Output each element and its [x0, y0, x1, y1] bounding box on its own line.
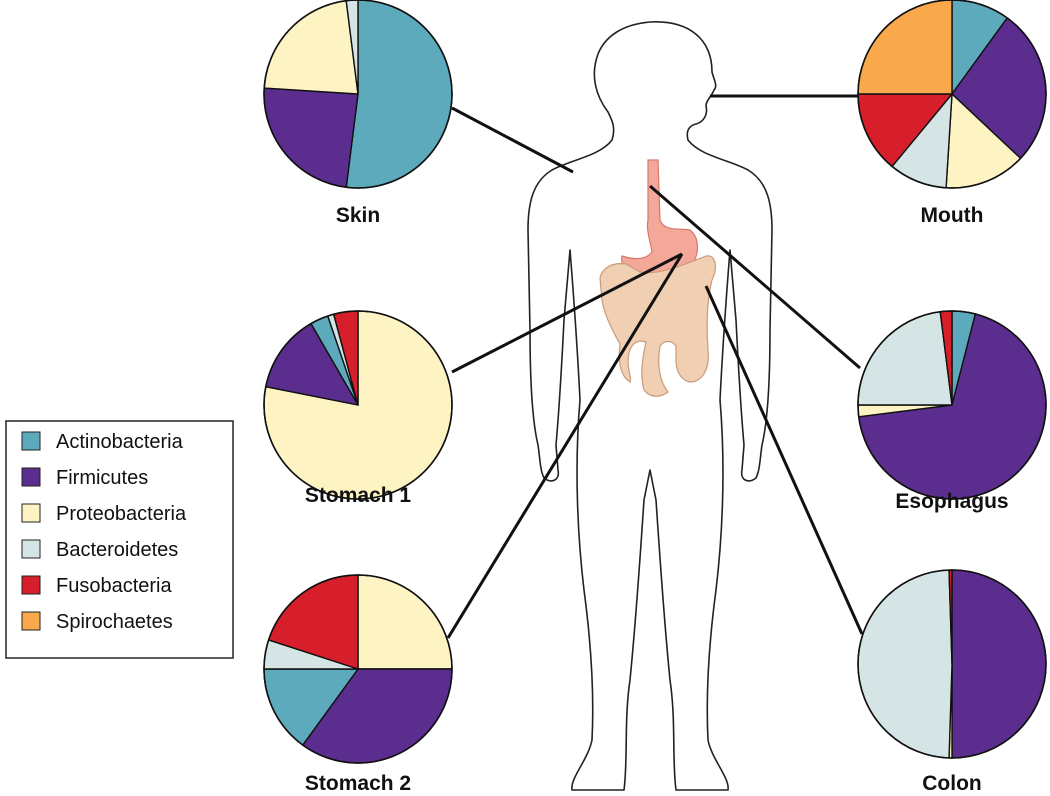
- legend-swatch-fusobacteria: [21, 575, 41, 595]
- legend-label-fusobacteria: Fusobacteria: [56, 575, 172, 597]
- body-outline: [527, 21, 773, 791]
- legend-label-firmicutes: Firmicutes: [56, 467, 148, 489]
- legend-swatch-actinobacteria: [21, 431, 41, 451]
- pie-title-mouth: Mouth: [921, 204, 984, 227]
- pie-title-stomach-2: Stomach 2: [305, 772, 411, 795]
- connector-colon: [704, 285, 864, 635]
- pie-stomach-2: Stomach 2: [263, 574, 453, 795]
- legend-swatch-spirochaetes: [21, 611, 41, 631]
- legend-label-bacteroidetes: Bacteroidetes: [56, 539, 178, 561]
- pie-title-esophagus: Esophagus: [895, 490, 1008, 513]
- legend-swatch-proteobacteria: [21, 503, 41, 523]
- pie-slice-esophagus-bacteroidetes: [857, 311, 953, 406]
- legend-frame: [5, 420, 234, 659]
- pie-esophagus: Esophagus: [857, 310, 1047, 513]
- pie-outline-mouth: [857, 0, 1047, 189]
- pie-slice-colon-firmicutes: [951, 569, 1047, 759]
- connector-stomach2: [446, 253, 684, 639]
- pie-outline-skin: [263, 0, 453, 189]
- pie-title-stomach-1: Stomach 1: [305, 484, 412, 507]
- legend-label-actinobacteria: Actinobacteria: [56, 431, 184, 453]
- connector-lines: [446, 94, 864, 639]
- pie-slice-skin-firmicutes: [263, 87, 359, 188]
- human-body-illustration: [527, 21, 773, 791]
- pie-slice-colon-bacteroidetes: [857, 569, 953, 759]
- connector-skin: [451, 106, 574, 174]
- pie-skin: Skin: [263, 0, 453, 227]
- legend-swatch-bacteroidetes: [21, 539, 41, 559]
- pie-mouth: Mouth: [857, 0, 1047, 227]
- pie-stomach-1: Stomach 1: [263, 310, 453, 507]
- pie-title-colon: Colon: [922, 772, 981, 795]
- connector-stomach1: [451, 252, 683, 374]
- pie-outline-colon: [857, 569, 1047, 759]
- legend-swatch-firmicutes: [21, 467, 41, 487]
- pie-outline-stomach-1: [263, 310, 453, 500]
- pie-slice-skin-proteobacteria: [263, 0, 359, 95]
- legend: ActinobacteriaFirmicutesProteobacteriaBa…: [5, 420, 234, 659]
- pie-outline-stomach-2: [263, 574, 453, 764]
- pie-outline-esophagus: [857, 310, 1047, 500]
- pie-colon: Colon: [857, 569, 1047, 795]
- pie-slice-stomach-2-proteobacteria: [357, 574, 453, 670]
- pie-title-skin: Skin: [336, 204, 380, 227]
- connector-esophagus: [649, 184, 861, 370]
- pie-slice-mouth-spirochaetes: [857, 0, 953, 95]
- large-intestine: [599, 255, 716, 397]
- legend-label-spirochaetes: Spirochaetes: [56, 611, 173, 633]
- legend-label-proteobacteria: Proteobacteria: [56, 503, 187, 525]
- pie-slice-skin-actinobacteria: [345, 0, 453, 189]
